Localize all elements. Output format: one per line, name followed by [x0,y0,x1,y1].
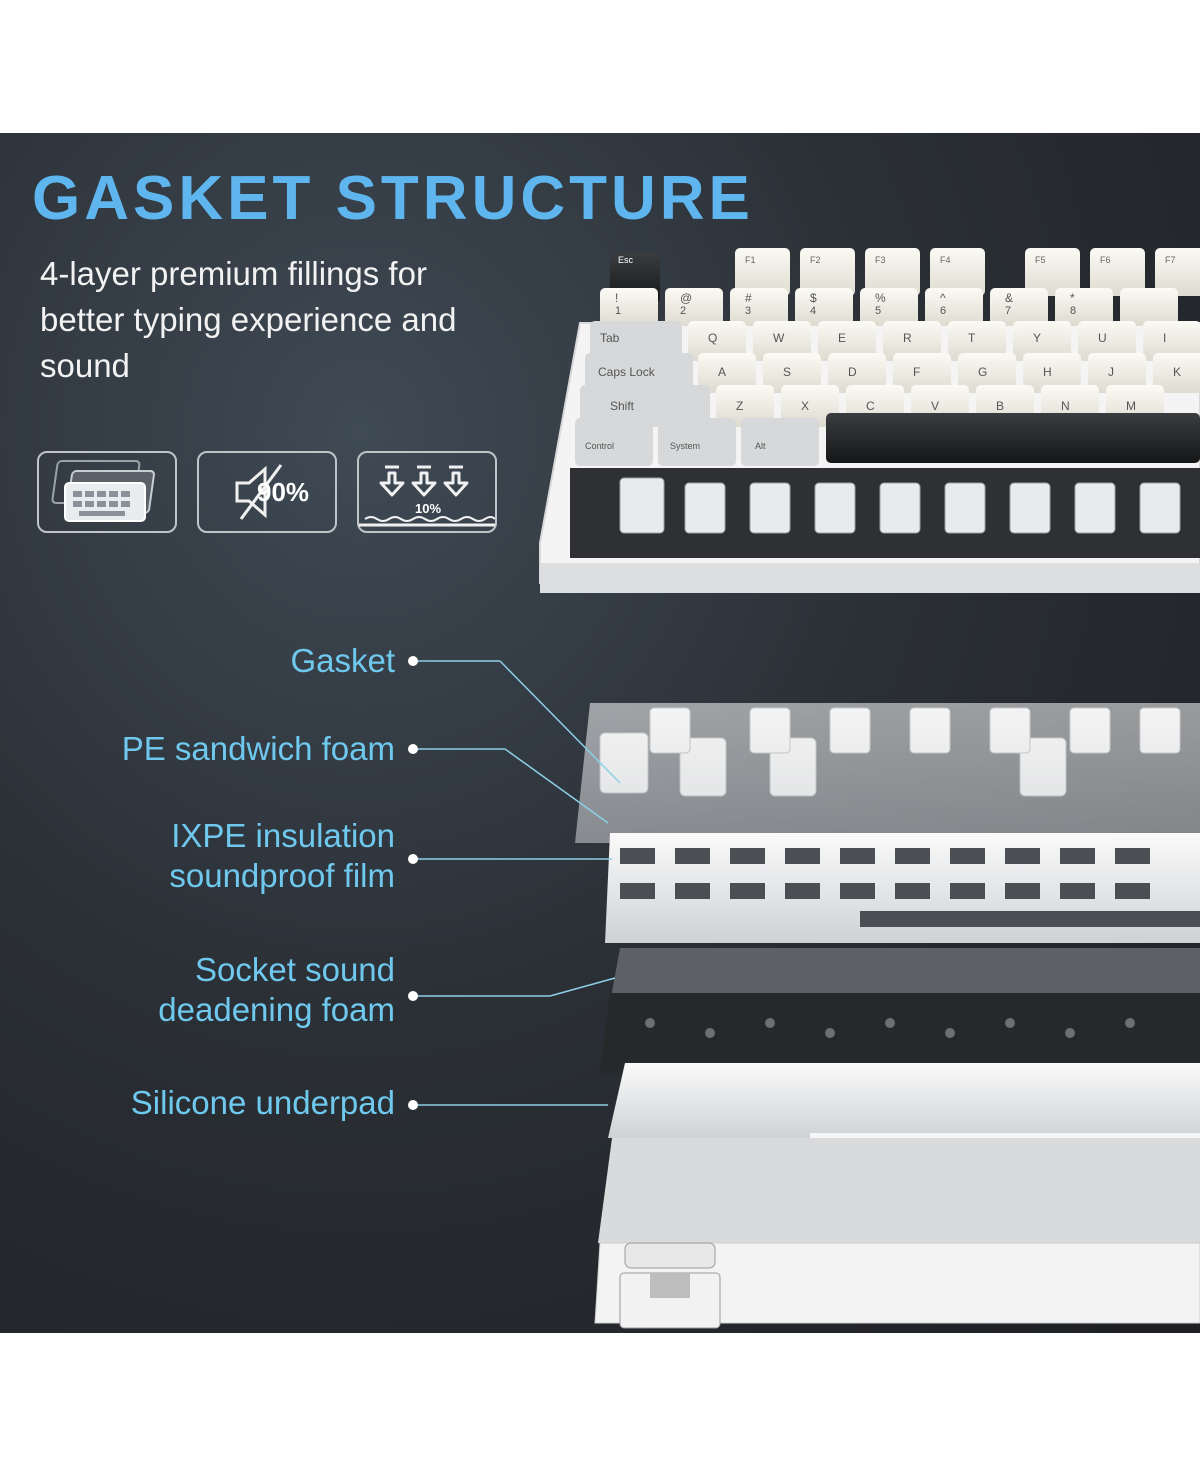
spacebar [826,413,1200,463]
keycap-legend: F3 [875,255,886,265]
callout-ixpe-film: IXPE insulation soundproof film [169,816,395,896]
keycap-row-a [585,353,1200,393]
mute-percent-label: 90% [257,477,310,507]
keycap-legend: T [968,331,976,345]
keycap-legend: # [745,291,752,305]
keycap-legend: R [903,331,912,345]
keycap-legend: 5 [875,305,882,317]
layered-plates-icon [37,451,177,533]
keycap-legend: 4 [810,305,817,317]
callout-label: IXPE insulation [171,817,395,854]
loose-switch [619,1242,721,1329]
keycap-legend: 3 [745,305,752,317]
keycap-legend: ! [615,291,619,305]
socket-foam-layer [608,1063,1200,1138]
ixpe-film-layer [610,948,1200,1003]
callout-label: PE sandwich foam [121,730,395,767]
keycap-legend: Esc [618,255,634,265]
keycap-legend: F5 [1035,255,1046,265]
keycap-legend: Z [736,399,744,413]
keycap-legend: F [913,365,921,379]
keycap-legend: G [978,365,988,379]
bottom-case [594,1242,1200,1324]
keycap-legend: E [838,331,847,345]
keycap-legend: A [718,365,727,379]
keycap-legend: % [875,291,886,305]
keycap-legend: X [801,399,810,413]
down-arrows-foam-icon: 10% [357,451,497,533]
keycap-legend: Y [1033,331,1042,345]
keycap-legend: Caps Lock [598,365,655,379]
keycap-legend: F7 [1165,255,1176,265]
exploded-keyboard-illustration [539,248,1200,1329]
keycap-legend: F4 [940,255,951,265]
keycap-legend: Shift [610,399,635,413]
keycap-legend: Alt [755,441,766,451]
muted-speaker-icon: 90% [197,451,337,533]
keycap-legend: U [1098,331,1107,345]
keycap-legend: $ [810,291,817,305]
silicone-underpad-layer [598,1138,1200,1243]
callout-leader-lines [408,656,621,1110]
keycap-legend: K [1173,365,1182,379]
keycap-legend: I [1163,331,1167,345]
keycap-legend: Control [585,441,615,451]
keycap-legend: D [848,365,857,379]
keycap-legend: S [783,365,792,379]
keycap-legend: B [996,399,1005,413]
callout-gasket: Gasket [290,641,395,681]
keycap-legend: 8 [1070,305,1077,317]
callout-socket-foam: Socket sound deadening foam [158,950,395,1030]
keycap-legend: 6 [940,305,947,317]
top-case-edge [540,563,1200,593]
product-panel: GASKET STRUCTURE 4-layer premium filling… [0,133,1200,1333]
keycap-legend: N [1061,399,1070,413]
ixpe-dark-layer [600,993,1200,1073]
keycap-legend: J [1108,365,1114,379]
ixpe-holes [645,1018,1135,1038]
callout-label: Gasket [290,642,395,679]
keycap-row-function [610,248,1200,303]
pe-foam-cutouts [620,848,1200,927]
keycap-legend: 2 [680,305,687,317]
page-title: GASKET STRUCTURE [32,164,754,233]
keycap-legend: @ [680,291,693,305]
callout-silicone-underpad: Silicone underpad [131,1083,395,1123]
gasket-plate [575,703,1200,843]
callout-label: Silicone underpad [130,1084,395,1121]
keycap-legend: F1 [745,255,756,265]
keycap-legend: H [1043,365,1052,379]
callout-pe-sandwich-foam: PE sandwich foam [122,729,395,769]
keycap-row-bottom [575,413,1200,466]
keycap-legend: 7 [1005,305,1012,317]
keycap-row-q [590,321,1200,361]
callout-label: deadening foam [158,991,395,1028]
callout-label: Socket sound [195,951,395,988]
keycap-legend: M [1126,399,1136,413]
keycap-legend: F2 [810,255,821,265]
keycap-legend: * [1070,291,1075,305]
foam-percent-label: 10% [415,501,442,516]
subtitle: 4-layer premium fillings for better typi… [40,255,457,384]
switch-row-top [619,477,1181,534]
keycap-legend: & [1005,291,1014,305]
callout-label: soundproof film [169,857,395,894]
keycap-legend: ^ [940,291,946,305]
keycap-row-number [600,288,1178,326]
keycap-legend: W [773,331,785,345]
keycap-legend: V [931,399,940,413]
keycap-legend: Tab [600,331,620,345]
keycap-legend: System [670,441,701,451]
keycap-legend: F6 [1100,255,1111,265]
keycap-legend: Q [708,331,718,345]
keycap-legend: C [866,399,875,413]
keycap-legend: 1 [615,305,622,317]
